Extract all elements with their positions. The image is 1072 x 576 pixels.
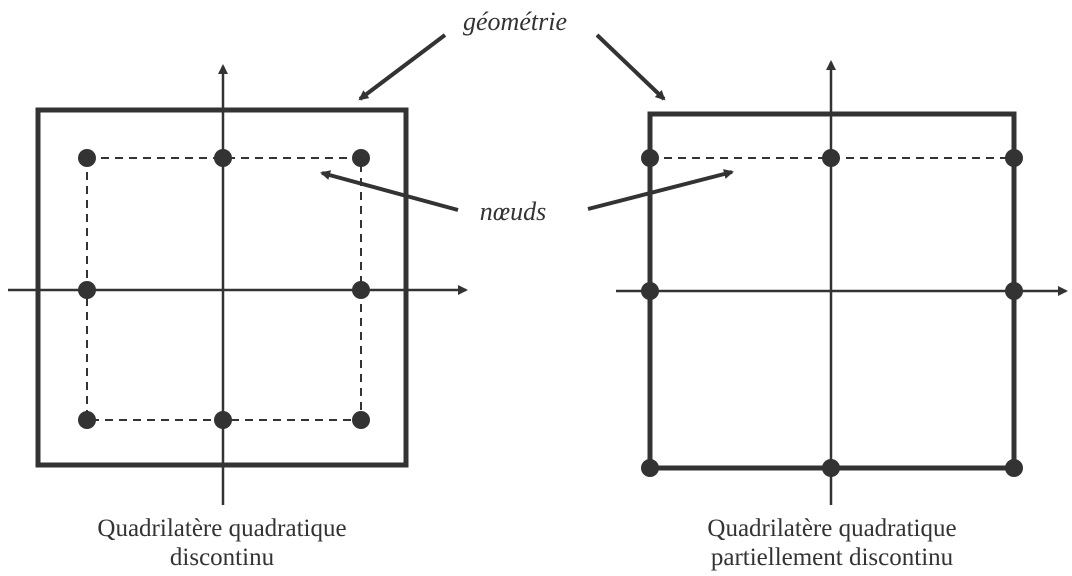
right-caption-line2: partiellement discontinu [711,544,954,571]
left-node [214,411,232,429]
right-node [1005,149,1023,167]
geometry-arrow-right [595,33,666,101]
geometry-arrow-left [358,33,447,101]
geometry-label: géométrie [463,7,567,36]
right-panel: Quadrilatère quadratique partiellement d… [616,60,1068,571]
right-node [641,459,659,477]
right-node [822,149,840,167]
right-node [1005,459,1023,477]
right-caption-line1: Quadrilatère quadratique [707,515,956,542]
right-node [822,459,840,477]
left-node [78,149,96,167]
right-node [641,282,659,300]
left-node [352,281,370,299]
left-node [352,149,370,167]
right-node [641,149,659,167]
nodes-arrow-left [320,170,459,212]
left-caption-line2: discontinu [170,544,275,571]
left-node [78,411,96,429]
left-node [78,281,96,299]
left-node [352,411,370,429]
left-caption-line1: Quadrilatère quadratique [97,515,346,542]
nodes-label: nœuds [480,197,546,226]
left-panel: Quadrilatère quadratique discontinu [8,64,468,571]
annotations: géométrie nœuds [320,7,734,226]
nodes-arrow-right [587,169,734,211]
left-node [214,149,232,167]
right-node [1005,282,1023,300]
